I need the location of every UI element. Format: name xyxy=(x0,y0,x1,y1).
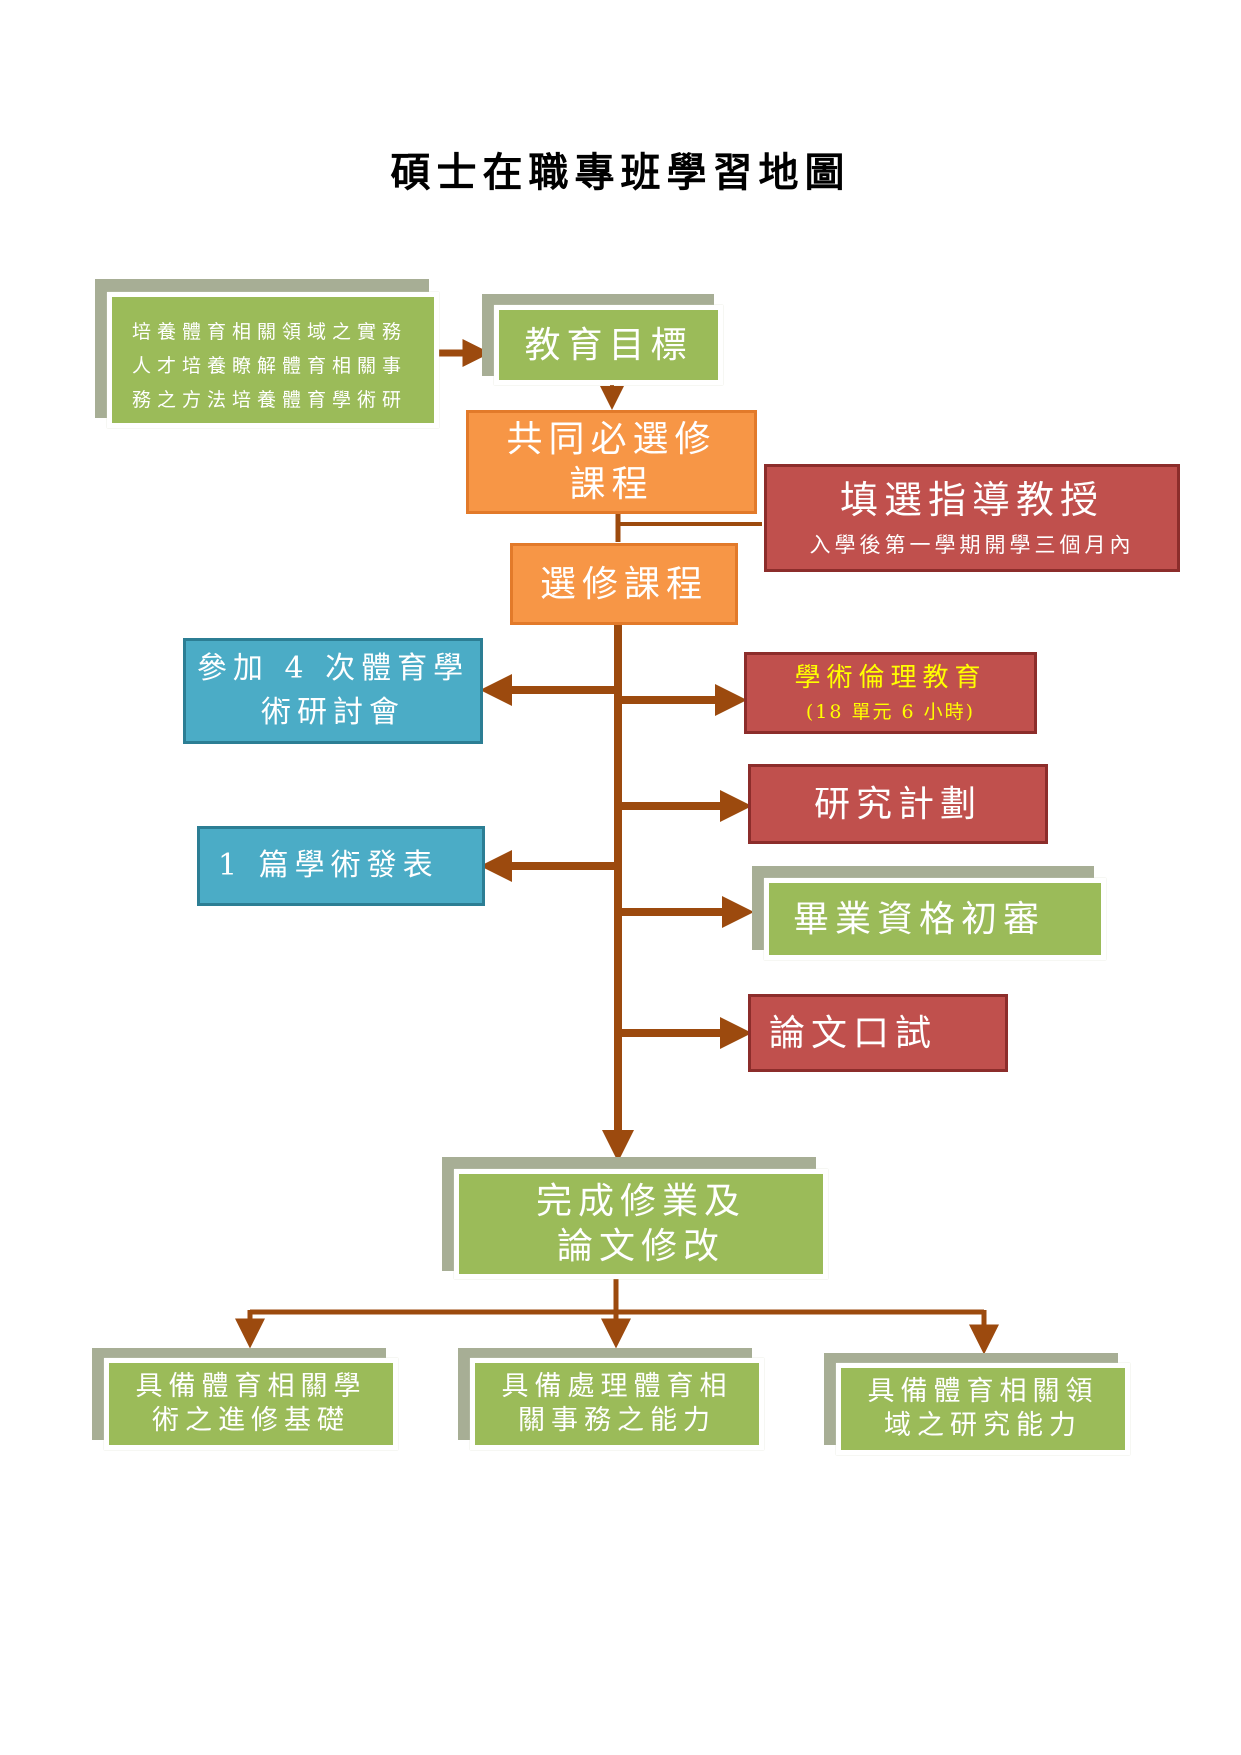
completion-line-2: 論文修改 xyxy=(556,1226,725,1267)
ethics-title: 學術倫理教育 xyxy=(794,663,987,694)
outcome1-line-1: 具備體育相關學 xyxy=(135,1371,367,1403)
advisor-box: 填選指導教授 入學後第一學期開學三個月內 xyxy=(764,464,1180,572)
qualification-box: 畢業資格初審 xyxy=(764,878,1106,960)
proposal-label: 研究計劃 xyxy=(813,783,982,825)
core-course-line-1: 共同必選修 xyxy=(506,419,717,460)
qualification-label: 畢業資格初審 xyxy=(793,898,1046,940)
outcome2-line-1: 具備處理體育相 xyxy=(501,1371,733,1403)
mission-line-1: 培養體育相關領域之實務 xyxy=(132,321,408,343)
outcome1-box: 具備體育相關學 術之進修基礎 xyxy=(104,1358,398,1450)
outcome2-box: 具備處理體育相 關事務之能力 xyxy=(470,1358,764,1450)
elective-label: 選修課程 xyxy=(539,563,708,605)
outcome2-line-2: 關事務之能力 xyxy=(518,1405,716,1436)
goal-box: 教育目標 xyxy=(494,305,723,385)
mission-line-3: 務之方法培養體育學術研 xyxy=(132,389,408,411)
core-course-box: 共同必選修 課程 xyxy=(466,410,757,514)
ethics-hours: (18 單元 6 小時) xyxy=(805,700,976,723)
publication-label: 1 篇學術發表 xyxy=(218,848,439,884)
outcome3-box: 具備體育相關領 域之研究能力 xyxy=(836,1363,1130,1455)
outcome1-line-2: 術之進修基礎 xyxy=(152,1405,350,1436)
advisor-note: 入學後第一學期開學三個月內 xyxy=(809,532,1135,557)
completion-line-1: 完成修業及 xyxy=(535,1181,746,1222)
mission-line-2: 人才培養瞭解體育相關事 xyxy=(132,355,408,377)
seminar-line-1: 參加 4 次體育學 xyxy=(196,651,470,686)
seminar-box: 參加 4 次體育學 術研討會 xyxy=(183,638,483,744)
advisor-title: 填選指導教授 xyxy=(839,478,1104,523)
defense-label: 論文口試 xyxy=(769,1012,938,1054)
seminar-line-2: 術研討會 xyxy=(261,695,405,730)
goal-label: 教育目標 xyxy=(524,324,693,366)
publication-box: 1 篇學術發表 xyxy=(197,826,485,906)
core-course-line-2: 課程 xyxy=(569,464,654,505)
outcome3-line-1: 具備體育相關領 xyxy=(867,1376,1099,1408)
outcome3-line-2: 域之研究能力 xyxy=(884,1410,1082,1441)
mission-box: 培養體育相關領域之實務 人才培養瞭解體育相關事 務之方法培養體育學術研 xyxy=(107,292,439,428)
page-title: 碩士在職專班學習地圖 xyxy=(390,149,851,196)
completion-box: 完成修業及 論文修改 xyxy=(454,1169,828,1279)
proposal-box: 研究計劃 xyxy=(748,764,1048,844)
ethics-box: 學術倫理教育 (18 單元 6 小時) xyxy=(744,652,1037,734)
elective-box: 選修課程 xyxy=(510,543,738,625)
defense-box: 論文口試 xyxy=(748,994,1008,1072)
